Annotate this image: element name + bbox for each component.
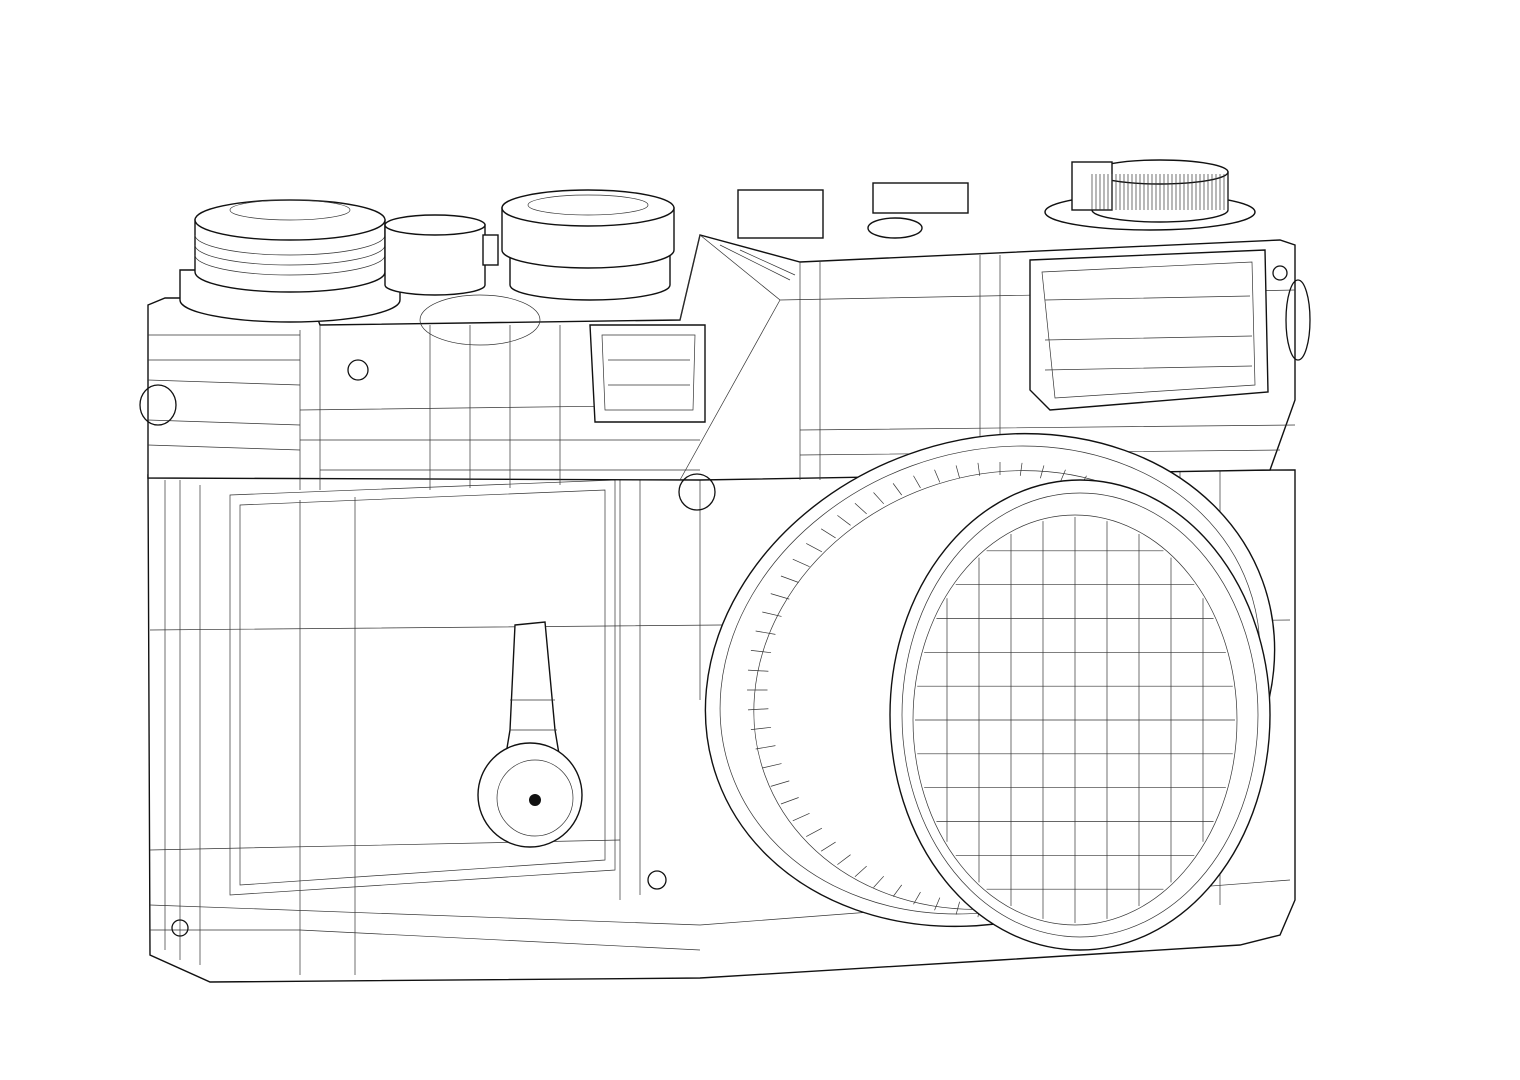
mesh-edge (755, 630, 776, 635)
mesh-edge (762, 611, 782, 617)
rangefinder-window (1029, 249, 1269, 411)
strap-lug (139, 384, 177, 426)
mesh-edge (955, 901, 960, 915)
shutter-release-dial (1044, 159, 1256, 231)
rewind-dial (179, 199, 401, 323)
mesh-edge (1019, 462, 1023, 476)
mesh-edge (873, 492, 885, 505)
shutter-speed-dial (501, 189, 675, 301)
mesh-edge (780, 797, 799, 805)
mesh-edge (792, 558, 810, 568)
mesh-edge (892, 483, 903, 496)
mesh-edge (820, 841, 836, 852)
mesh-edge (913, 891, 921, 905)
mesh-edge (747, 708, 769, 711)
mesh-edge (770, 593, 790, 600)
mesh-edge (1059, 469, 1066, 483)
mesh-edge (770, 780, 790, 787)
mesh-edge (892, 884, 903, 897)
mesh-edge (750, 650, 772, 654)
top-controls (179, 159, 1256, 346)
mesh-edge (955, 465, 960, 479)
advance-gear (419, 294, 541, 346)
mesh-edge (762, 763, 782, 769)
screws (171, 265, 1288, 937)
mesh-edge (792, 812, 810, 822)
mesh-edge (934, 469, 941, 483)
mesh-edge (873, 875, 885, 888)
mesh-edge (747, 669, 769, 672)
mesh-edge (977, 462, 981, 476)
mesh-edge (1040, 465, 1045, 479)
mesh-edge (854, 502, 867, 515)
mesh-edge (854, 865, 867, 878)
mesh-edge (820, 528, 836, 539)
mesh-edge (750, 726, 772, 730)
mesh-edge (780, 575, 799, 583)
viewfinder-window (589, 324, 706, 423)
self-timer-lever (477, 621, 583, 848)
mesh-edge (913, 475, 921, 489)
mesh-edge (837, 854, 851, 865)
small-dial (384, 214, 499, 296)
mesh-edge (755, 745, 776, 750)
lens-front-ring (889, 479, 1271, 951)
mesh-edge (934, 897, 941, 911)
accessory-shoe (737, 182, 969, 239)
lens (704, 432, 1276, 951)
mesh-edge (806, 543, 823, 553)
mesh-edge (806, 827, 823, 837)
mesh-edge (837, 515, 851, 526)
